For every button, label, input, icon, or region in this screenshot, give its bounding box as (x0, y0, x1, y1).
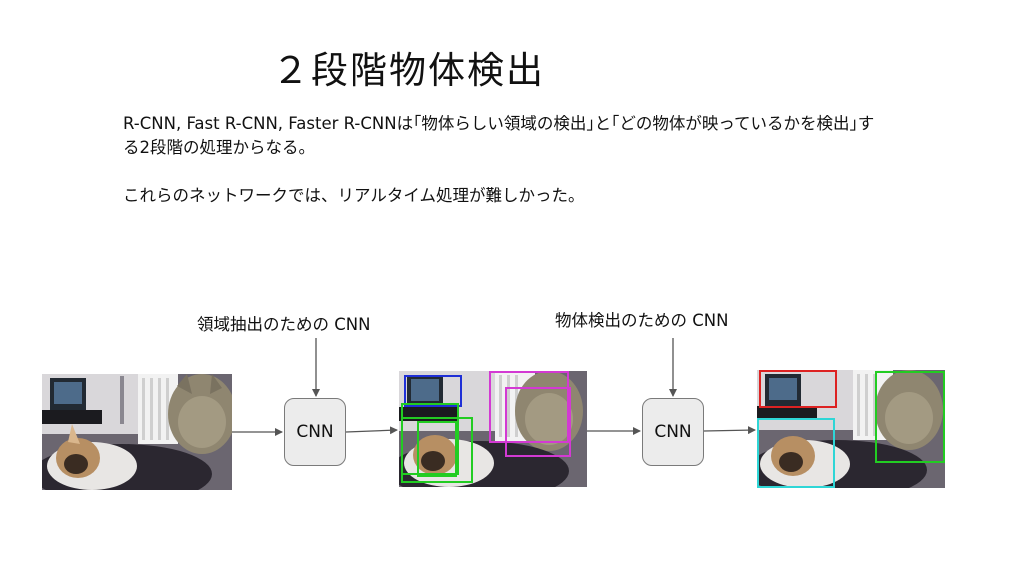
label-region-cnn: 領域抽出のための CNN (197, 315, 371, 334)
arrow-cnn1-to-proposals (345, 426, 398, 435)
detection-box-tv (759, 370, 837, 408)
detection-box-dog (757, 418, 835, 488)
input-photo (42, 374, 232, 490)
label-detect-cnn: 物体検出のための CNN (555, 311, 729, 330)
photo-scene (757, 370, 945, 488)
detection-photo (757, 370, 945, 488)
paragraph-realtime: これらのネットワークでは、リアルタイム処理が難しかった。 (123, 186, 585, 205)
detection-box-cat (875, 371, 945, 463)
body-text: R-CNN, Fast R-CNN, Faster R-CNNは｢物体らしい領域… (123, 112, 883, 208)
proposal-box-green-2 (401, 417, 473, 483)
proposal-box-magenta-2 (505, 387, 571, 457)
proposal-box-magenta-1 (489, 371, 569, 443)
photo-scene (42, 374, 232, 490)
paragraph-two-stage: R-CNN, Fast R-CNN, Faster R-CNNは｢物体らしい領域… (123, 114, 875, 157)
slide-title: ２段階物体検出 (272, 49, 545, 92)
proposal-box-blue (404, 375, 462, 407)
proposal-box-green-3 (417, 421, 457, 477)
cnn-region-box: CNN (284, 398, 346, 466)
cnn-detect-box: CNN (642, 398, 704, 466)
proposal-photo (399, 371, 587, 487)
arrow-cnn2-to-detections (703, 426, 756, 435)
